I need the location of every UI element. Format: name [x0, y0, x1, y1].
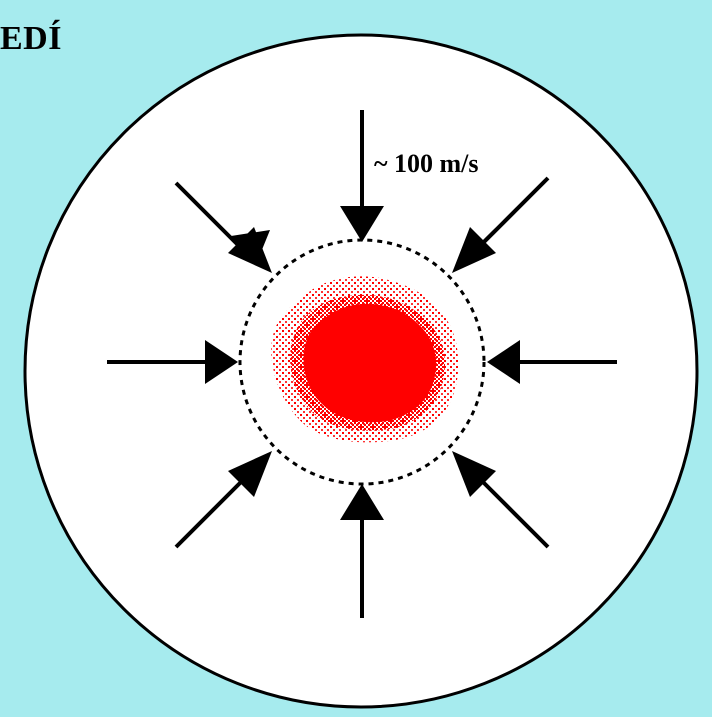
plasma-blob — [271, 276, 458, 442]
speed-label: ~ 100 m/s — [374, 149, 479, 178]
